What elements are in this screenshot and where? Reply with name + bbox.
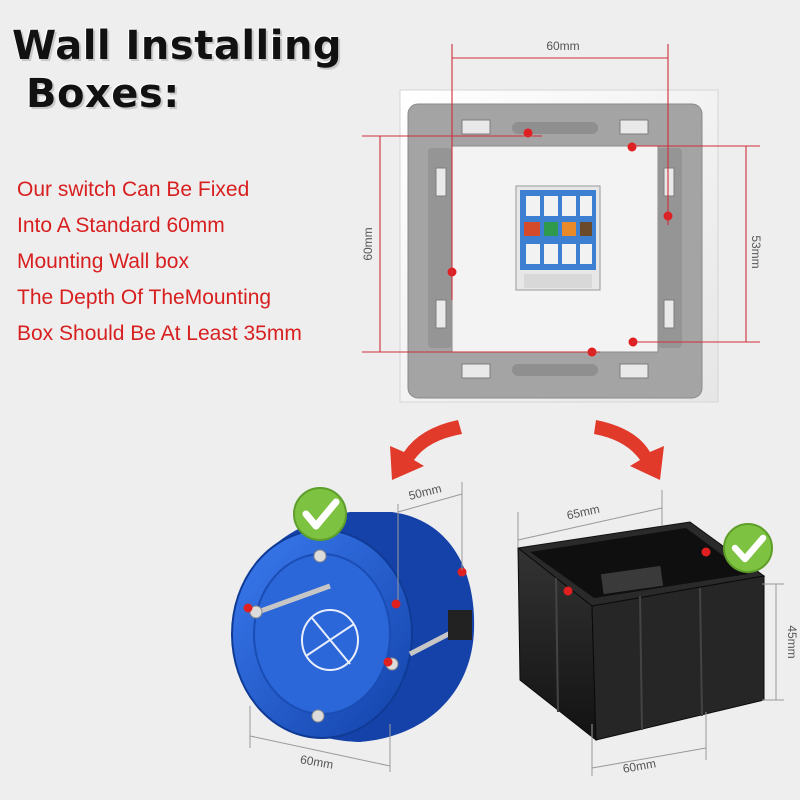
title-line-2: Boxes: bbox=[26, 71, 180, 117]
round-box-width-label: 60mm bbox=[299, 752, 334, 772]
plate-top-width-label: 60mm bbox=[546, 39, 579, 53]
keystone-jack bbox=[515, 185, 601, 291]
square-wall-box bbox=[516, 521, 766, 742]
description-line: Our switch Can Be Fixed bbox=[17, 178, 250, 201]
square-box-dimension-lines bbox=[517, 490, 784, 776]
arrow-to-round-box-icon bbox=[390, 420, 462, 480]
check-icon bbox=[723, 523, 773, 573]
plate-right-height-label: 53mm bbox=[749, 235, 763, 268]
description-line: Mounting Wall box bbox=[17, 250, 189, 273]
square-box-bottom-width-label: 60mm bbox=[622, 756, 657, 776]
check-icon bbox=[293, 487, 347, 541]
plate-dimension-lines bbox=[362, 44, 760, 353]
square-box-width-label: 65mm bbox=[565, 502, 601, 523]
title-line-1: Wall Installing bbox=[12, 23, 343, 69]
square-box-depth-label: 45mm bbox=[785, 625, 799, 658]
switch-frame bbox=[399, 89, 719, 403]
description-line: Into A Standard 60mm bbox=[17, 214, 225, 237]
round-box-dimension-lines bbox=[249, 482, 463, 772]
round-wall-box bbox=[231, 512, 475, 742]
page-title: Wall Installing Boxes: bbox=[12, 22, 342, 118]
description-line: Box Should Be At Least 35mm bbox=[17, 322, 302, 345]
plate-left-height-label: 60mm bbox=[361, 227, 375, 260]
round-box-depth-label: 50mm bbox=[407, 481, 443, 503]
description-line: The Depth Of TheMounting bbox=[17, 286, 272, 309]
description-text: Our switch Can Be Fixed Into A Standard … bbox=[17, 172, 377, 352]
arrow-to-square-box-icon bbox=[594, 420, 664, 480]
